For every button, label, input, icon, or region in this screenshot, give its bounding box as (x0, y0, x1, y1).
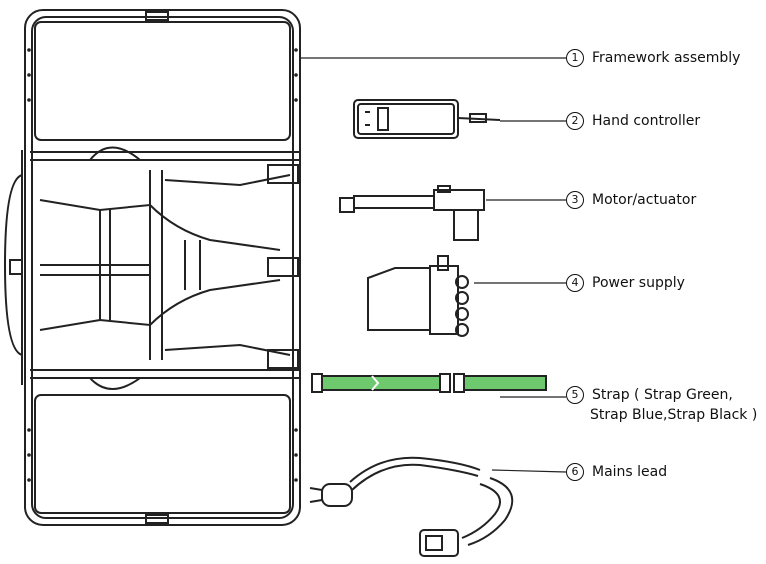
motor-actuator-illustration (339, 185, 485, 241)
callout-number-1: 1 (566, 49, 584, 67)
callout-number-5: 5 (566, 386, 584, 404)
callout-number-4: 4 (566, 274, 584, 292)
framework-assembly-illustration (3, 9, 301, 526)
strap-illustration (311, 373, 547, 393)
power-supply-illustration (367, 255, 469, 337)
framework-assembly-label: Framework assembly (592, 50, 741, 66)
strap-label-line1: Strap ( Strap Green, (592, 387, 733, 403)
hand-controller-illustration (353, 99, 501, 139)
callout-number-3: 3 (566, 191, 584, 209)
power-supply-label: Power supply (592, 275, 685, 291)
callout-number-2: 2 (566, 112, 584, 130)
callout-number-6: 6 (566, 463, 584, 481)
strap-label-line2: Strap Blue,Strap Black ) (590, 407, 758, 423)
leader-lines (300, 57, 567, 473)
hand-controller-label: Hand controller (592, 113, 701, 129)
mains-lead-illustration (309, 456, 514, 557)
motor-actuator-label: Motor/actuator (592, 192, 697, 208)
mains-lead-label: Mains lead (592, 464, 668, 480)
